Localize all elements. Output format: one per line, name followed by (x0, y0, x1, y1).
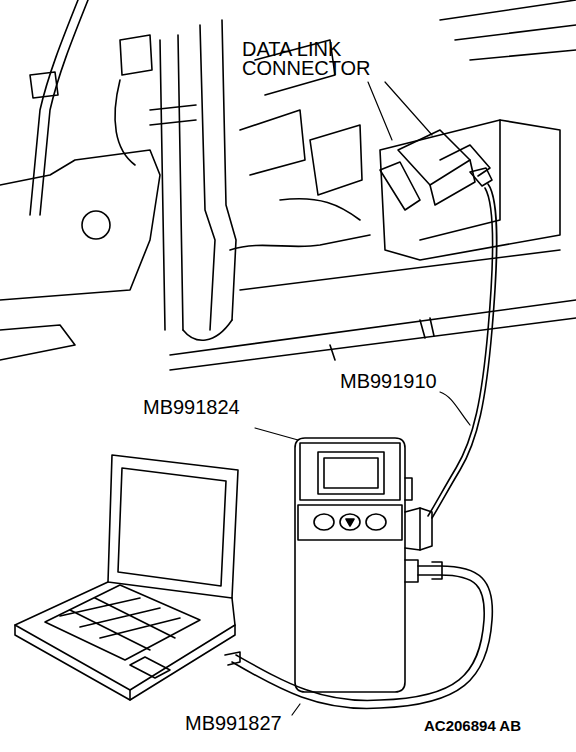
mb991910-cable (432, 184, 497, 518)
dashboard-underside (150, 105, 196, 125)
dashboard-underside (380, 120, 560, 260)
dashboard-underside (115, 80, 135, 165)
data-link-connector (440, 145, 490, 176)
dashboard-underside (440, 0, 576, 60)
dashboard-underside (0, 325, 75, 360)
mb991824-vci-unit (346, 519, 354, 526)
dashboard-underside (0, 150, 160, 300)
laptop-computer (15, 455, 240, 700)
part-label: MB991827 (185, 714, 305, 733)
data-link-connector (380, 162, 420, 210)
leader-lines (255, 82, 470, 715)
dashboard-underside (82, 211, 110, 239)
dashboard-underside (420, 120, 500, 240)
mb991824-vci-unit (324, 458, 378, 488)
mb991824-vci-unit (314, 514, 334, 530)
mb991824-vci-unit (419, 508, 421, 550)
dashboard-underside (170, 250, 576, 370)
mb991824-vci-unit (366, 514, 386, 530)
mb991827-cable (232, 566, 492, 708)
mb991824-vci-unit (300, 443, 400, 500)
dashboard-underside (30, 72, 58, 98)
dashboard-underside (40, 0, 88, 215)
leader-lines (385, 82, 432, 135)
data-link-connector (470, 168, 492, 186)
laptop-computer (60, 598, 180, 650)
laptop-computer (129, 690, 131, 700)
mb991827-cable (236, 575, 484, 700)
dashboard-underside (280, 199, 360, 220)
mb991824-vci-unit (405, 560, 418, 582)
leader-lines (368, 82, 392, 140)
mb991824-vci-unit (405, 508, 432, 550)
data-link-connector (430, 160, 475, 205)
mb991824-vci-unit (295, 438, 405, 692)
data-link-connector (398, 130, 470, 185)
mb991824-vci-unit (298, 505, 402, 540)
part-label: DATA LINK CONNECTOR (242, 40, 417, 78)
mb991910-cable (428, 188, 493, 516)
part-label: MB991824 (143, 398, 263, 417)
leader-lines (440, 392, 470, 425)
dashboard-underside (183, 320, 232, 340)
laptop-computer (15, 582, 235, 690)
laptop-computer (45, 585, 200, 660)
dashboard-underside (120, 35, 152, 75)
data-link-connector (380, 130, 492, 210)
laptop-computer (225, 652, 240, 665)
dashboard-underside (330, 318, 434, 360)
dashboard-underside (178, 35, 183, 330)
dashboard-underside (230, 235, 370, 250)
dashboard-underside (30, 0, 78, 215)
laptop-computer (118, 468, 226, 586)
dashboard-underside (160, 40, 165, 330)
dashboard-underside (310, 125, 362, 195)
mb991824-vci-unit (340, 514, 360, 530)
mb991824-vci-unit (405, 478, 412, 500)
figure-code: AC206894 AB (424, 716, 564, 735)
leader-lines (255, 428, 298, 440)
laptop-computer (130, 657, 170, 678)
leader-lines (292, 704, 300, 715)
mb991910-cable (428, 184, 497, 518)
dashboard-underside (222, 20, 236, 320)
laptop-computer (108, 455, 238, 598)
mb991824-vci-unit (295, 438, 432, 692)
laptop-computer (15, 625, 235, 700)
mb991827-cable (232, 562, 492, 708)
dashboard-underside (200, 25, 215, 330)
mb991824-vci-unit (318, 452, 384, 494)
mb991827-cable (432, 562, 442, 579)
dashboard-underside (240, 110, 305, 175)
part-label: MB991910 (340, 372, 460, 391)
